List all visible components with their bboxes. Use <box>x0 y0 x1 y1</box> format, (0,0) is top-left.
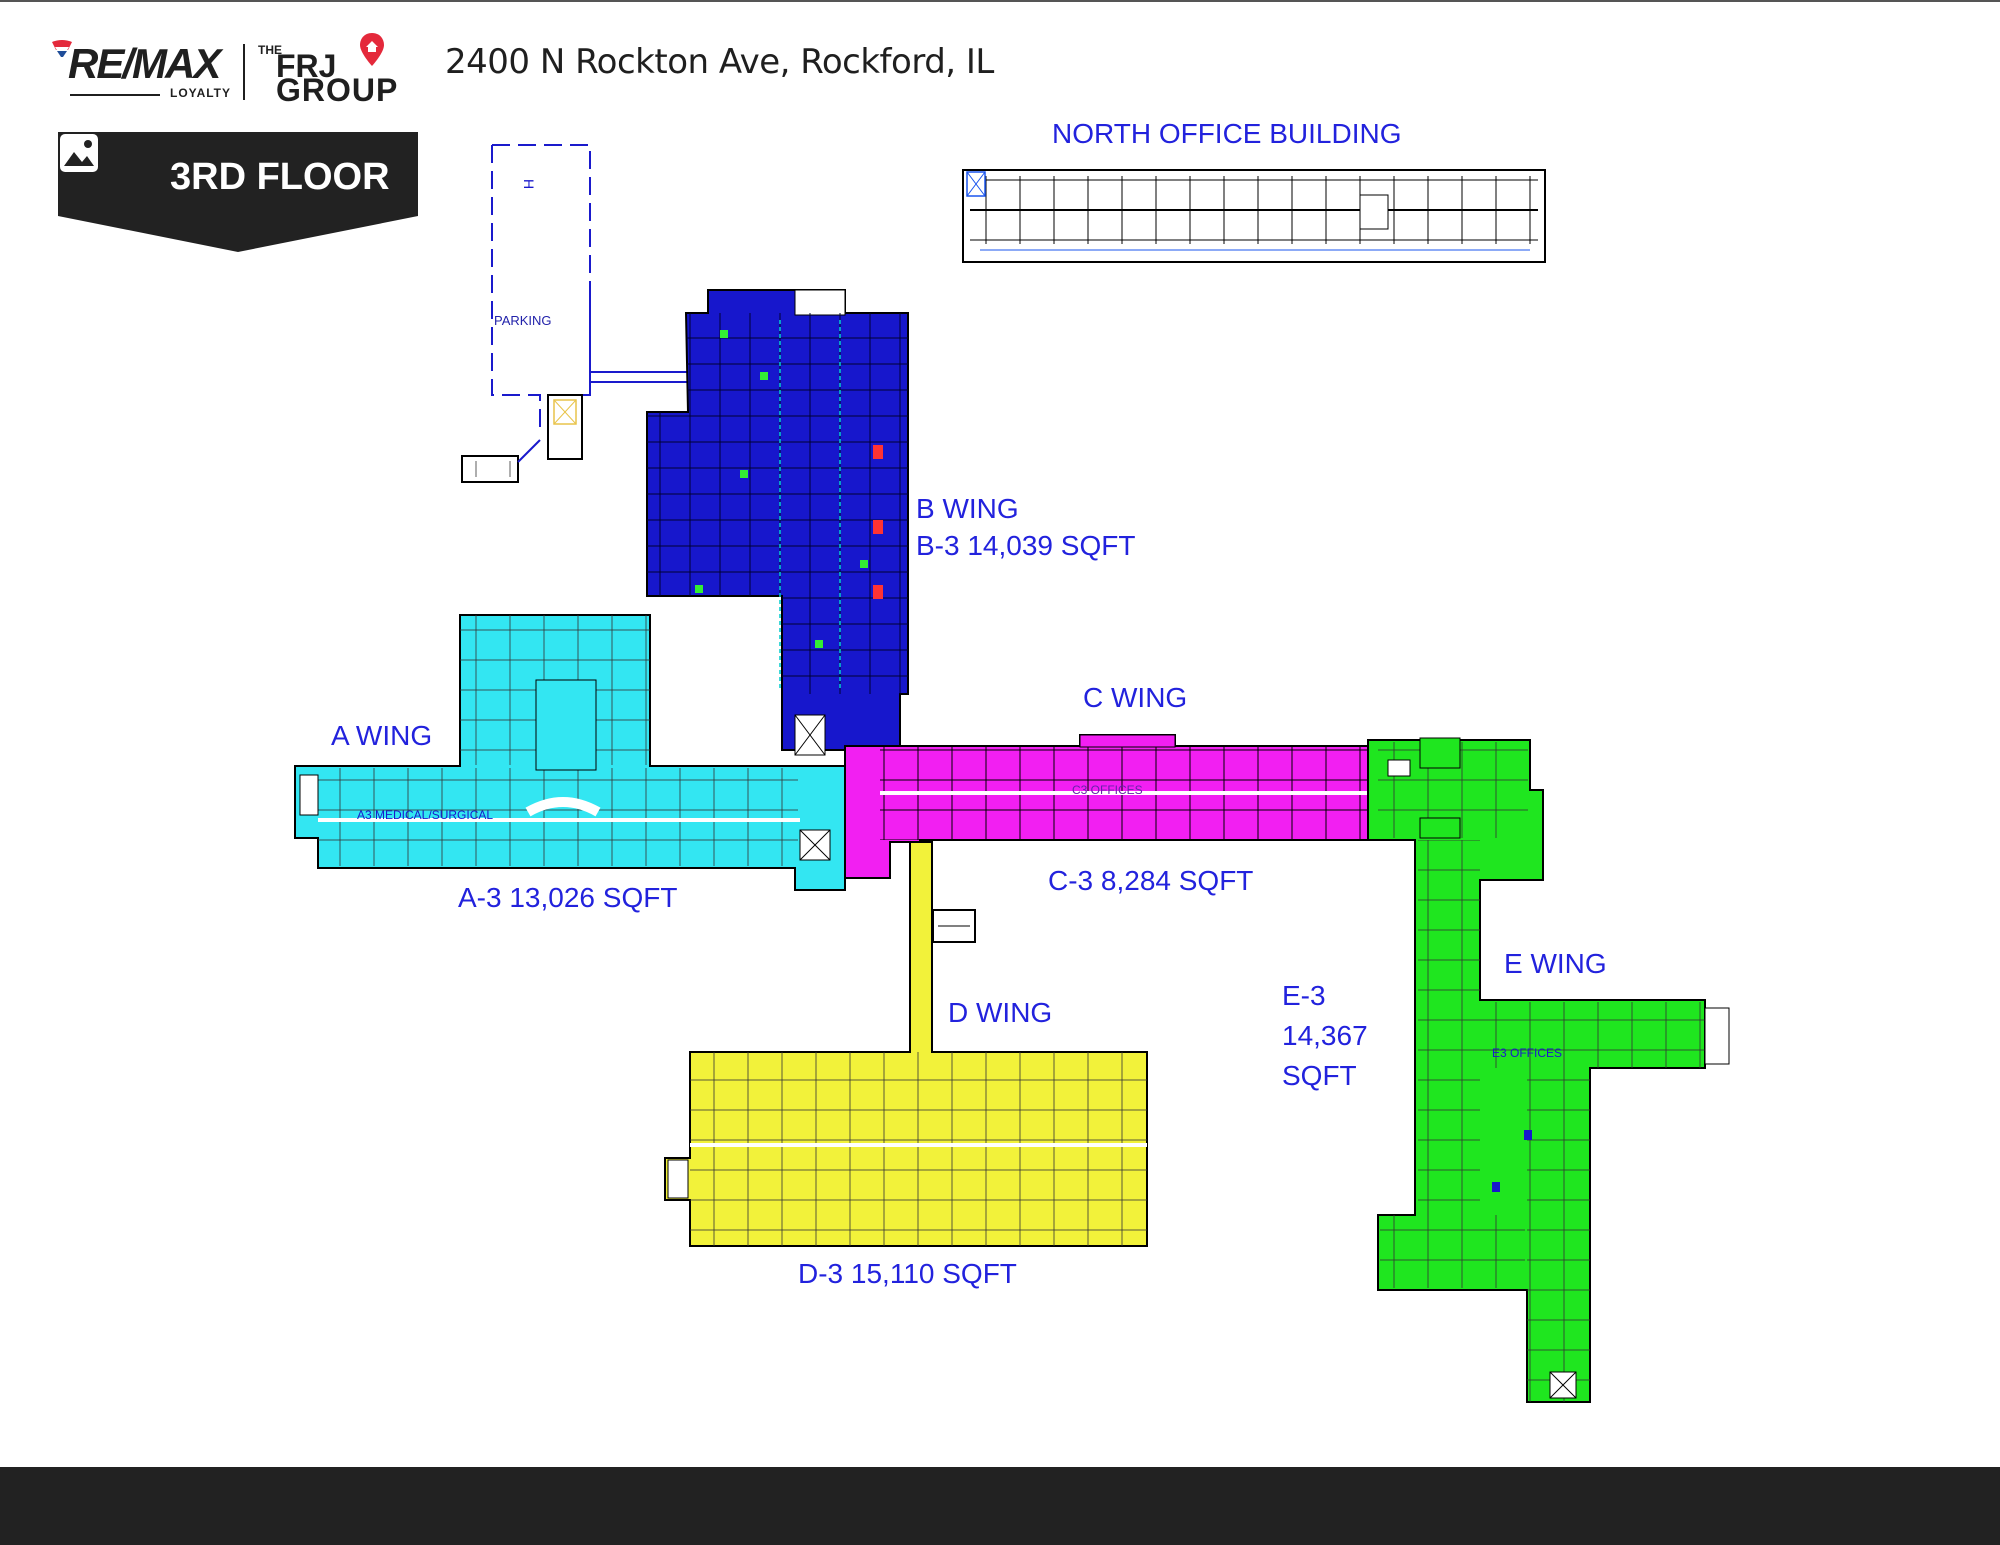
top-border <box>0 0 2000 2</box>
floor-label: 3RD FLOOR <box>170 156 390 198</box>
frj-group-logo: THE FRJ GROUP <box>258 32 418 108</box>
remax-logo: RE/MAX LOYALTY <box>48 36 232 100</box>
logo-divider <box>243 44 245 100</box>
frj-wordmark-top: FRJ <box>276 48 337 84</box>
c-wing-area <box>844 734 1369 879</box>
e-wing-unit-label: E3 OFFICES <box>1492 1046 1563 1060</box>
north-office-label: NORTH OFFICE BUILDING <box>1052 118 1402 149</box>
image-icon <box>60 134 98 172</box>
remax-wordmark: RE/MAX <box>68 40 221 87</box>
a-wing-area <box>294 614 846 891</box>
parking-structure <box>461 144 690 483</box>
remax-underline <box>70 94 160 96</box>
e-wing-title: E WING <box>1504 948 1607 979</box>
b-wing-title: B WING <box>916 493 1019 524</box>
c-wing-title: C WING <box>1083 682 1188 713</box>
remax-subtitle: LOYALTY <box>170 86 232 100</box>
balloon-icon <box>52 40 72 57</box>
e-wing-area <box>1367 737 1730 1403</box>
b-wing-area <box>646 289 909 756</box>
c-wing-unit-label: C3 OFFICES <box>1072 783 1143 797</box>
e-wing-area-line3: SQFT <box>1282 1060 1357 1091</box>
frj-wordmark-bottom: GROUP <box>276 72 399 108</box>
a-wing-area-label: A-3 13,026 SQFT <box>458 882 678 913</box>
e-wing-area-line2: 14,367 <box>1282 1020 1368 1051</box>
badge-shape <box>58 132 418 252</box>
property-address: 2400 N Rockton Ave, Rockford, IL <box>445 42 994 82</box>
footer-bar <box>0 1467 2000 1545</box>
e-wing-area-line1: E-3 <box>1282 980 1326 1011</box>
north-office-building <box>962 169 1546 263</box>
d-wing-title: D WING <box>948 997 1053 1028</box>
a-wing-title: A WING <box>331 720 433 751</box>
b-wing-area-label: B-3 14,039 SQFT <box>916 530 1136 561</box>
d-wing-area <box>664 841 1148 1247</box>
a-wing-unit-label: A3 MEDICAL/SURGICAL <box>357 808 494 822</box>
location-pin-icon <box>360 33 384 66</box>
floor-badge: 3RD FLOOR <box>58 132 418 252</box>
d-wing-area-label: D-3 15,110 SQFT <box>798 1258 1017 1289</box>
helipad-mark: H <box>521 179 537 189</box>
parking-label: PARKING <box>494 313 552 328</box>
c-wing-area-label: C-3 8,284 SQFT <box>1048 865 1254 896</box>
